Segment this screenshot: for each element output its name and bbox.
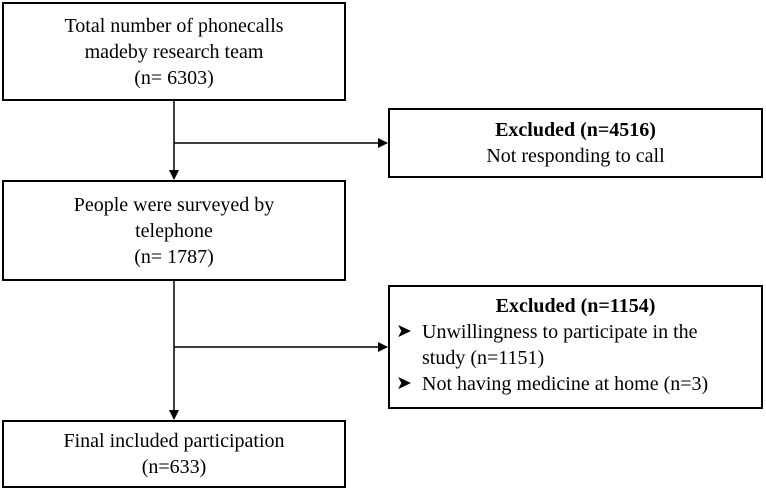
box2-line-3: (n= 1787) (134, 245, 214, 268)
reason-1-line-1: Unwillingness to participate in the (422, 321, 698, 343)
surveyed-box: People were surveyed by telephone (n= 17… (2, 180, 346, 281)
box1-line-3: (n= 6303) (134, 66, 214, 89)
box1-line-1: Total number of phonecalls (64, 14, 284, 37)
arrow-bullet-icon: ➤ (396, 321, 412, 342)
arrow-bullet-icon: ➤ (396, 373, 412, 394)
final-included-box: Final included participation (n=633) (2, 420, 346, 488)
excluded1-title: Excluded (n=4516) (495, 119, 656, 141)
box2-line-1: People were surveyed by (73, 193, 275, 216)
excluded-box-2: Excluded (n=1154) ➤ Unwillingness to par… (388, 285, 763, 409)
box1-line-2: madeby research team (84, 40, 264, 63)
excluded2-title: Excluded (n=1154) (495, 295, 656, 317)
reason-2-line-1: Not having medicine at home (n=3) (422, 373, 709, 395)
box3-line-1: Final included participation (63, 430, 285, 452)
excluded2-reasons-list: ➤ Unwillingness to participate in the st… (390, 319, 761, 397)
excluded1-reason: Not responding to call (486, 145, 665, 167)
box2-line-2: telephone (135, 219, 213, 242)
reason-1-line-2: study (n=1151) (422, 347, 545, 369)
box3-line-2: (n=633) (141, 456, 207, 478)
list-item: ➤ Not having medicine at home (n=3) (390, 371, 761, 397)
total-phonecalls-box: Total number of phonecalls madeby resear… (2, 2, 346, 101)
excluded-box-1: Excluded (n=4516) Not responding to call (388, 108, 763, 178)
list-item: ➤ Unwillingness to participate in the st… (390, 319, 761, 371)
